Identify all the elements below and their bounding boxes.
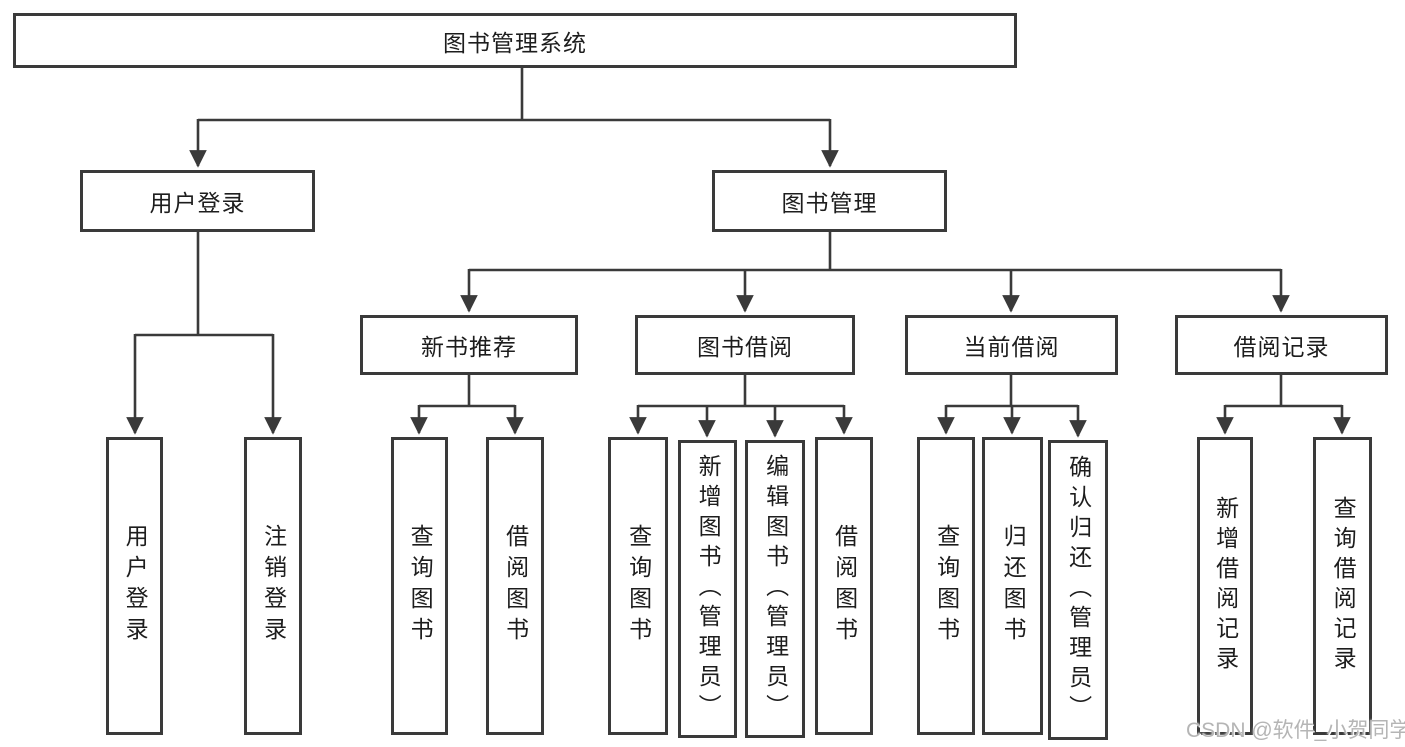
node-leaf-rec-borrow-books: 借阅图书 bbox=[486, 437, 544, 735]
node-label: 注销登录 bbox=[260, 524, 287, 648]
node-label: 查询图书 bbox=[933, 524, 960, 648]
node-leaf-cb-return-books: 归还图书 bbox=[982, 437, 1043, 735]
node-label: 确认归还（管理员） bbox=[1065, 455, 1092, 725]
node-label: 新增图书（管理员） bbox=[695, 454, 722, 724]
node-leaf-logout: 注销登录 bbox=[244, 437, 302, 735]
node-leaf-bb-borrow-books: 借阅图书 bbox=[815, 437, 873, 735]
node-leaf-bb-edit-books: 编辑图书（管理员） bbox=[745, 440, 805, 738]
node-label: 借阅记录 bbox=[1233, 334, 1330, 360]
node-leaf-br-query-record: 查询借阅记录 bbox=[1313, 437, 1372, 735]
node-label: 图书管理 bbox=[781, 190, 878, 216]
node-label: 图书管理系统 bbox=[443, 29, 587, 56]
node-root-system: 图书管理系统 bbox=[13, 13, 1017, 68]
node-leaf-rec-query-books: 查询图书 bbox=[391, 437, 448, 735]
node-label: 当前借阅 bbox=[963, 334, 1060, 360]
node-label: 用户登录 bbox=[149, 190, 246, 216]
node-label: 新书推荐 bbox=[421, 334, 517, 360]
node-borrow-records: 借阅记录 bbox=[1175, 315, 1388, 375]
node-current-borrow: 当前借阅 bbox=[905, 315, 1118, 375]
connector-new-book-rec-branch bbox=[419, 374, 515, 433]
connector-user-login-branch bbox=[135, 231, 273, 433]
node-label: 编辑图书（管理员） bbox=[762, 454, 789, 724]
connector-borrow-records-branch bbox=[1225, 374, 1342, 433]
node-leaf-br-add-record: 新增借阅记录 bbox=[1197, 437, 1253, 735]
connector-book-mgmt-branch bbox=[469, 231, 1281, 311]
connector-book-borrow-branch bbox=[638, 374, 844, 436]
csdn-watermark: CSDN @软件_小贺同学 bbox=[1186, 719, 1405, 742]
node-label: 查询图书 bbox=[407, 524, 434, 648]
node-label: 查询图书 bbox=[625, 524, 652, 648]
node-label: 用户登录 bbox=[122, 524, 149, 648]
node-leaf-cb-confirm-return: 确认归还（管理员） bbox=[1048, 440, 1108, 740]
node-leaf-cb-query-books: 查询图书 bbox=[917, 437, 975, 735]
node-label: 新增借阅记录 bbox=[1212, 496, 1239, 676]
connector-current-borrow-branch bbox=[946, 374, 1078, 436]
node-book-mgmt: 图书管理 bbox=[712, 170, 947, 232]
node-user-login: 用户登录 bbox=[80, 170, 315, 232]
node-book-borrow: 图书借阅 bbox=[635, 315, 855, 375]
node-leaf-bb-query-books: 查询图书 bbox=[608, 437, 668, 735]
node-leaf-bb-add-books: 新增图书（管理员） bbox=[678, 440, 737, 738]
node-label: 查询借阅记录 bbox=[1330, 496, 1357, 676]
node-label: 归还图书 bbox=[1000, 524, 1027, 648]
node-label: 借阅图书 bbox=[831, 524, 858, 648]
node-leaf-login: 用户登录 bbox=[106, 437, 163, 735]
node-new-book-rec: 新书推荐 bbox=[360, 315, 578, 375]
node-label: 借阅图书 bbox=[502, 524, 529, 648]
node-label: 图书借阅 bbox=[697, 334, 793, 360]
connector-root-to-level2 bbox=[198, 67, 830, 166]
